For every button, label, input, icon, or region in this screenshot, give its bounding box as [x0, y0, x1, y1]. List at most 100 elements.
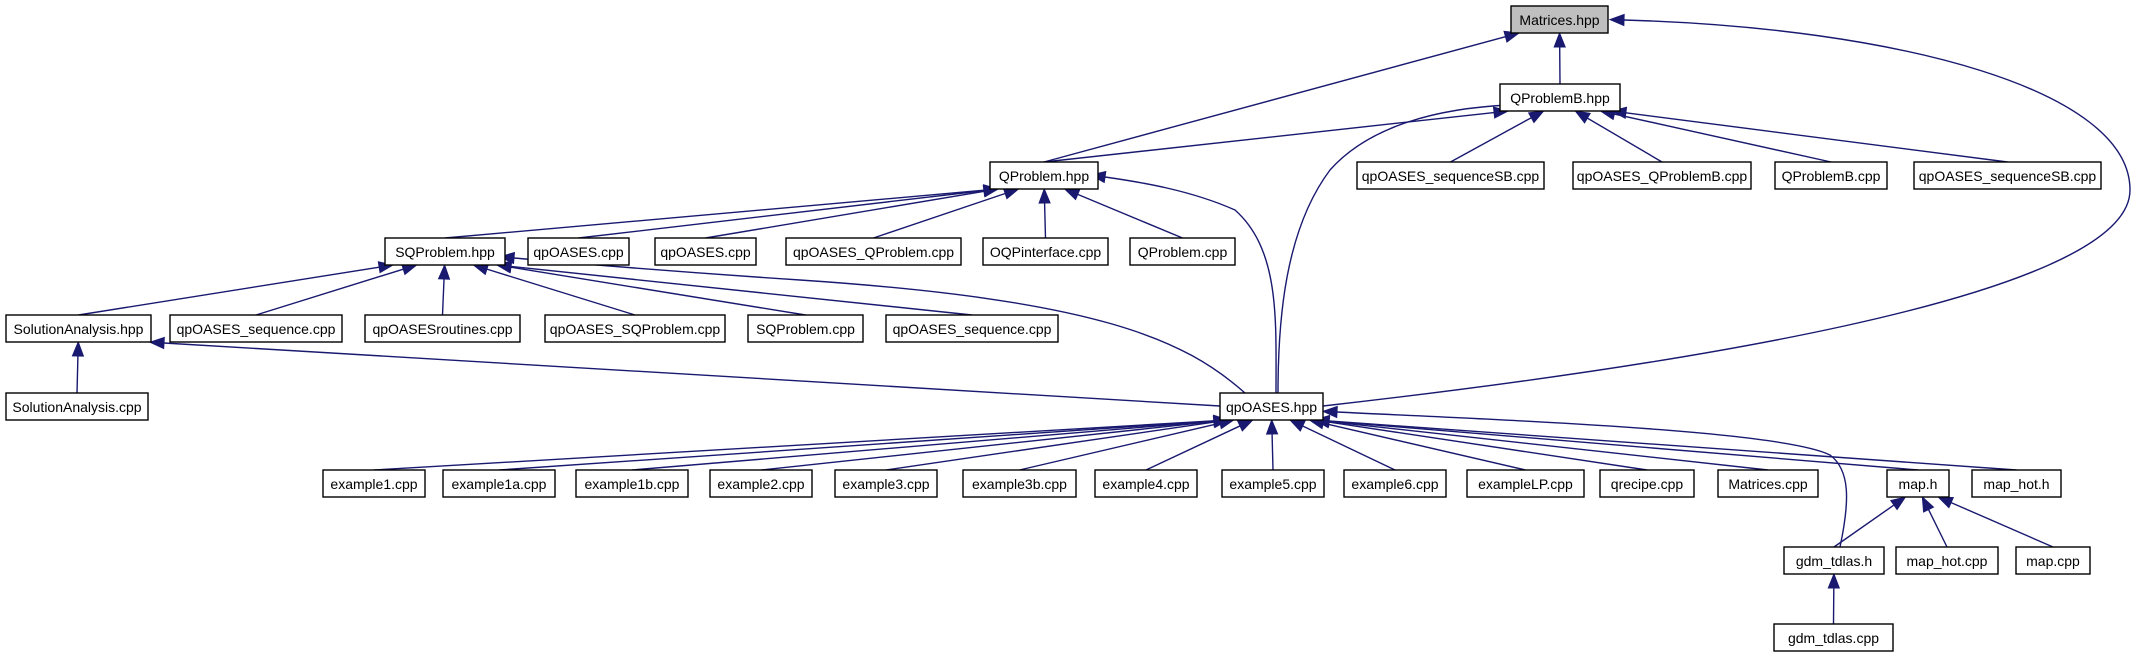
node-solutionanalysis-cpp[interactable]: SolutionAnalysis.cpp: [5, 392, 149, 421]
node-box[interactable]: [384, 237, 506, 266]
node-box[interactable]: [364, 314, 521, 343]
node-qpoases-sequencesb-cpp-2[interactable]: qpOASES_sequenceSB.cpp: [1913, 161, 2102, 190]
edge-line: [873, 192, 1006, 239]
node-map-h[interactable]: map.h: [1886, 469, 1950, 498]
node-solutionanalysis-hpp[interactable]: SolutionAnalysis.hpp: [5, 314, 152, 343]
edge-qpoases-hpp-to-solutionanalysis-hpp: [148, 336, 1221, 407]
node-label: qpOASES.cpp: [660, 244, 750, 260]
node-box[interactable]: [1572, 161, 1752, 190]
edge-line: [1587, 117, 1663, 163]
node-box[interactable]: [1971, 469, 2062, 498]
node-map-cpp[interactable]: map.cpp: [2015, 546, 2091, 575]
node-box[interactable]: [527, 237, 630, 266]
edge-line: [1927, 509, 1948, 548]
node-qpoases-qproblemb-cpp[interactable]: qpOASES_QProblemB.cpp: [1572, 161, 1752, 190]
edge-qpoases-hpp-to-matrices-hpp: [1322, 13, 2131, 407]
node-box[interactable]: [442, 469, 556, 498]
edge-line: [1328, 420, 1919, 471]
node-gdm-tdlas-h[interactable]: gdm_tdlas.h: [1783, 546, 1885, 575]
edge-qproblem-cpp-to-qproblem-hpp: [1063, 188, 1183, 239]
node-qpoases-sequence-cpp-1[interactable]: qpOASES_sequence.cpp: [169, 314, 343, 343]
arrowhead-icon: [1321, 405, 1338, 419]
node-box[interactable]: [1343, 469, 1447, 498]
node-box[interactable]: [1466, 469, 1585, 498]
node-qproblem-hpp[interactable]: QProblem.hpp: [989, 161, 1099, 190]
node-box[interactable]: [1913, 161, 2102, 190]
node-box[interactable]: [989, 161, 1099, 190]
node-example4-cpp[interactable]: example4.cpp: [1094, 469, 1198, 498]
node-box[interactable]: [1895, 546, 1999, 575]
node-qpoasesroutines-cpp[interactable]: qpOASESroutines.cpp: [364, 314, 521, 343]
node-qpoases-sequence-cpp-2[interactable]: qpOASES_sequence.cpp: [885, 314, 1059, 343]
node-example3-cpp[interactable]: example3.cpp: [834, 469, 938, 498]
node-example1a-cpp[interactable]: example1a.cpp: [442, 469, 556, 498]
node-qpoases-cpp-2[interactable]: qpOASES.cpp: [654, 237, 757, 266]
node-box[interactable]: [747, 314, 864, 343]
node-box[interactable]: [544, 314, 726, 343]
node-matrices-hpp[interactable]: Matrices.hpp: [1510, 5, 1609, 34]
node-box[interactable]: [169, 314, 343, 343]
edge-qpoases-hpp-to-qproblem-hpp: [1089, 170, 1277, 394]
node-label: map.cpp: [2026, 553, 2080, 569]
node-example5-cpp[interactable]: example5.cpp: [1221, 469, 1325, 498]
node-example6-cpp[interactable]: example6.cpp: [1343, 469, 1447, 498]
node-box[interactable]: [834, 469, 938, 498]
node-matrices-cpp[interactable]: Matrices.cpp: [1717, 469, 1819, 498]
node-box[interactable]: [1599, 469, 1695, 498]
node-oqpinterface-cpp[interactable]: OQPinterface.cpp: [982, 237, 1109, 266]
node-box[interactable]: [1717, 469, 1819, 498]
node-qproblem-cpp[interactable]: QProblem.cpp: [1129, 237, 1236, 266]
node-box[interactable]: [885, 314, 1059, 343]
node-sqproblem-cpp[interactable]: SQProblem.cpp: [747, 314, 864, 343]
node-box[interactable]: [575, 469, 689, 498]
node-map-hot-cpp[interactable]: map_hot.cpp: [1895, 546, 1999, 575]
node-box[interactable]: [1510, 5, 1609, 34]
node-example1-cpp[interactable]: example1.cpp: [322, 469, 426, 498]
node-box[interactable]: [1094, 469, 1198, 498]
node-box[interactable]: [1129, 237, 1236, 266]
node-box[interactable]: [709, 469, 813, 498]
node-label: qpOASES_QProblem.cpp: [793, 244, 954, 260]
node-box[interactable]: [1783, 546, 1885, 575]
node-box[interactable]: [1773, 623, 1894, 652]
node-label: example1.cpp: [330, 476, 417, 492]
node-box[interactable]: [962, 469, 1077, 498]
edge-qproblem-hpp-to-qproblemb-hpp: [1043, 106, 1510, 163]
node-qpoases-sequencesb-cpp-1[interactable]: qpOASES_sequenceSB.cpp: [1356, 161, 1545, 190]
node-box[interactable]: [5, 392, 149, 421]
node-qpoases-sqproblem-cpp[interactable]: qpOASES_SQProblem.cpp: [544, 314, 726, 343]
node-qproblemb-cpp[interactable]: QProblemB.cpp: [1774, 161, 1888, 190]
node-qrecipe-cpp[interactable]: qrecipe.cpp: [1599, 469, 1695, 498]
node-example2-cpp[interactable]: example2.cpp: [709, 469, 813, 498]
node-box[interactable]: [1774, 161, 1888, 190]
node-sqproblem-hpp[interactable]: SQProblem.hpp: [384, 237, 506, 266]
node-box[interactable]: [322, 469, 426, 498]
node-qpoases-cpp-1[interactable]: qpOASES.cpp: [527, 237, 630, 266]
node-box[interactable]: [5, 314, 152, 343]
node-example1b-cpp[interactable]: example1b.cpp: [575, 469, 689, 498]
node-box[interactable]: [1219, 392, 1324, 421]
node-box[interactable]: [654, 237, 757, 266]
node-box[interactable]: [1886, 469, 1950, 498]
node-box[interactable]: [1499, 83, 1621, 112]
node-label: example3b.cpp: [972, 476, 1067, 492]
node-examplelp-cpp[interactable]: exampleLP.cpp: [1466, 469, 1585, 498]
node-box[interactable]: [1356, 161, 1545, 190]
node-map-hot-h[interactable]: map_hot.h: [1971, 469, 2062, 498]
edge-line: [1336, 411, 1848, 548]
edge-qpoases-qproblemb-cpp-to-qproblemb-hpp: [1574, 110, 1663, 163]
edge-line: [1043, 202, 1047, 239]
node-example3b-cpp[interactable]: example3b.cpp: [962, 469, 1077, 498]
node-box[interactable]: [785, 237, 962, 266]
edge-qpoases-sequencesb-cpp-2-to-qproblemb-hpp: [1610, 106, 2008, 163]
node-label: qpOASESroutines.cpp: [372, 321, 512, 337]
node-qpoases-qproblem-cpp[interactable]: qpOASES_QProblem.cpp: [785, 237, 962, 266]
node-box[interactable]: [2015, 546, 2091, 575]
node-gdm-tdlas-cpp[interactable]: gdm_tdlas.cpp: [1773, 623, 1894, 652]
node-label: map_hot.cpp: [1907, 553, 1988, 569]
node-qpoases-hpp[interactable]: qpOASES.hpp: [1219, 392, 1324, 421]
node-box[interactable]: [982, 237, 1109, 266]
node-box[interactable]: [1221, 469, 1325, 498]
node-qproblemb-hpp[interactable]: QProblemB.hpp: [1499, 83, 1621, 112]
